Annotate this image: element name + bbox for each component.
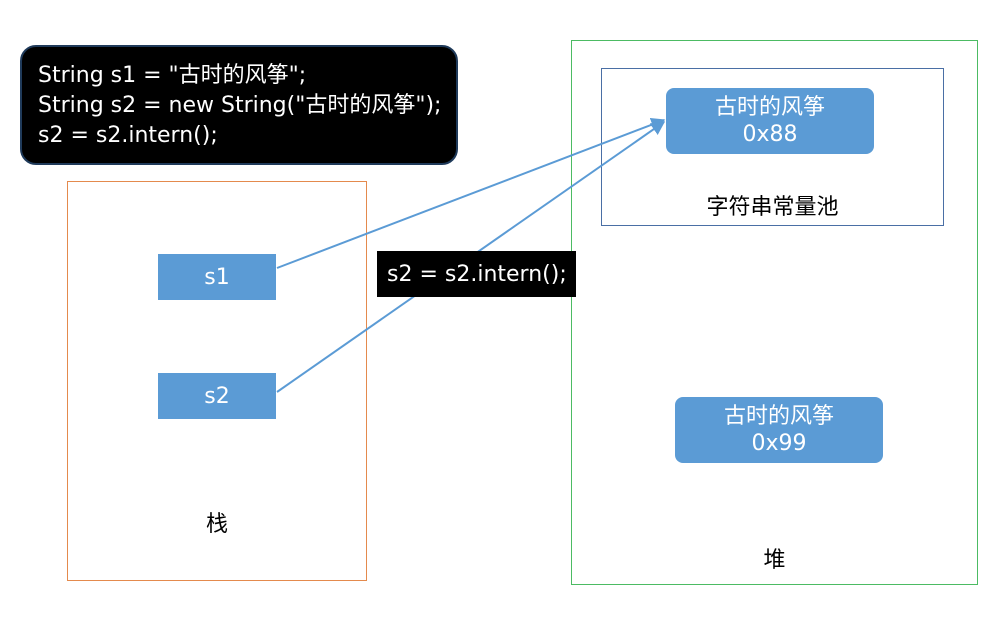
pool-string-object: 古时的风筝 0x88	[666, 88, 874, 154]
heap-string-object: 古时的风筝 0x99	[675, 397, 883, 463]
intern-callout: s2 = s2.intern();	[377, 251, 576, 297]
stack-var-s2: s2	[158, 373, 276, 419]
stack-var-s1: s1	[158, 254, 276, 300]
pool-object-value: 古时的风筝	[714, 95, 825, 120]
string-pool-frame	[601, 68, 944, 226]
code-line-1: String s1 = "古时的风筝";	[38, 63, 307, 88]
code-line-3: s2 = s2.intern();	[38, 123, 218, 148]
stack-label: 栈	[205, 512, 228, 537]
s1-reference-arrow	[276, 117, 666, 269]
heap-object-value: 古时的风筝	[723, 404, 834, 429]
string-pool-label: 字符串常量池	[706, 195, 839, 220]
heap-frame	[571, 40, 978, 585]
code-snippet: String s1 = "古时的风筝"; String s2 = new Str…	[20, 45, 458, 165]
heap-label: 堆	[763, 548, 786, 573]
heap-object-address: 0x99	[751, 431, 807, 456]
stack-frame	[67, 181, 367, 581]
pool-object-address: 0x88	[742, 122, 798, 147]
code-line-2: String s2 = new String("古时的风筝");	[38, 93, 442, 118]
